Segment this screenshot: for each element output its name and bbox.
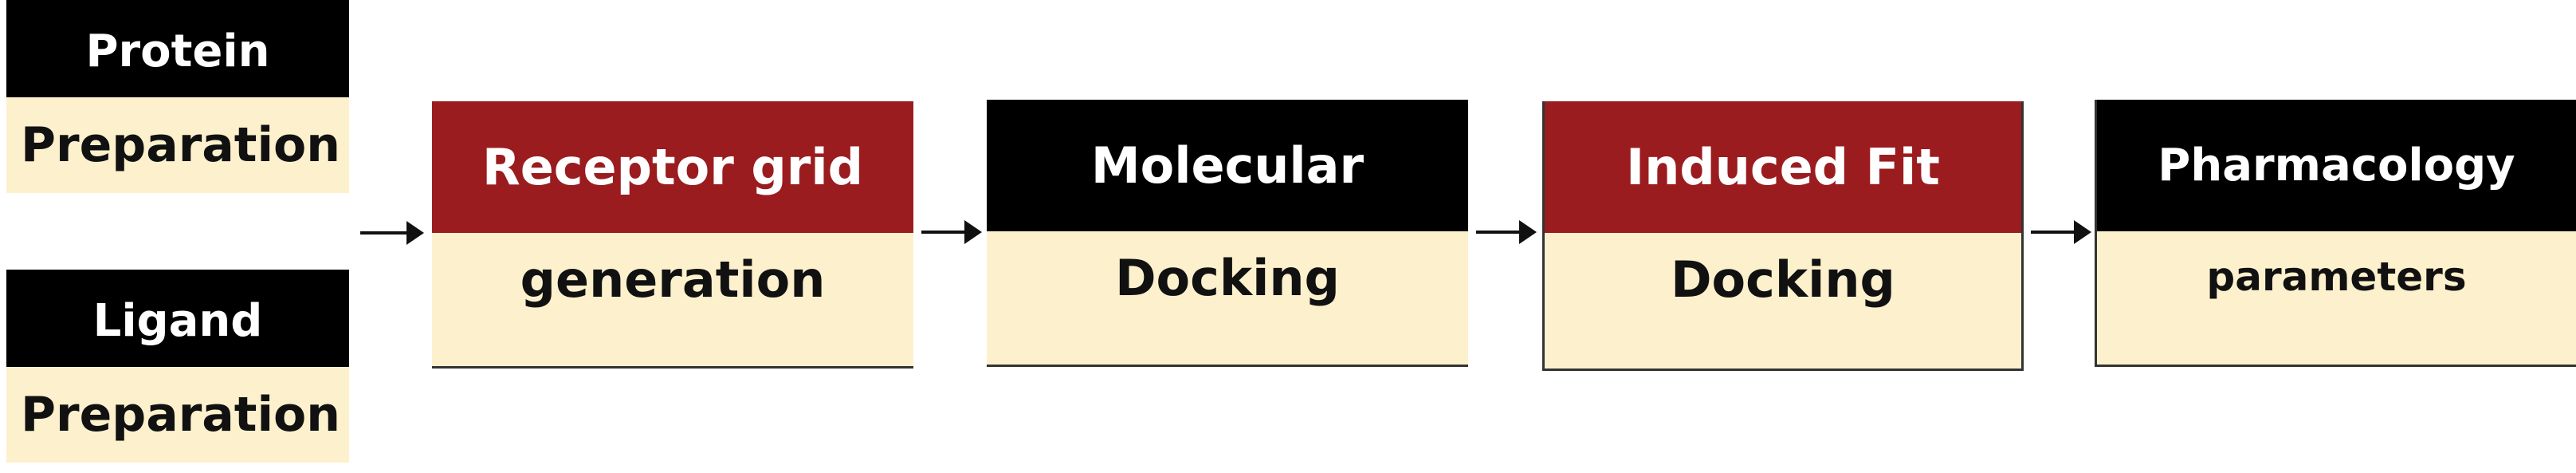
ligand-title: Ligand: [6, 270, 349, 367]
step-title: Molecular: [987, 100, 1468, 231]
molecular-docking-box: Molecular Docking: [987, 100, 1468, 367]
arrow-right-icon: [2031, 220, 2091, 244]
protein-subtitle: Preparation: [6, 97, 349, 193]
step-subtitle: Docking: [987, 231, 1468, 365]
pharmacology-parameters-box: Pharmacology parameters: [2095, 100, 2576, 367]
step-title: Receptor grid: [432, 101, 913, 233]
ligand-preparation-box: Ligand Preparation: [6, 270, 349, 465]
induced-fit-docking-box: Induced Fit Docking: [1542, 101, 2024, 371]
step-subtitle: Docking: [1545, 233, 2021, 369]
arrow-right-icon: [921, 220, 982, 244]
arrow-right-icon: [1476, 220, 1537, 244]
receptor-grid-generation-box: Receptor grid generation: [432, 101, 913, 369]
protein-preparation-box: Protein Preparation: [6, 0, 349, 195]
ligand-subtitle: Preparation: [6, 367, 349, 463]
arrow-right-icon: [360, 221, 424, 245]
step-subtitle: generation: [432, 233, 913, 366]
step-subtitle: parameters: [2097, 231, 2576, 365]
step-title: Pharmacology: [2097, 100, 2576, 231]
step-title: Induced Fit: [1545, 101, 2021, 233]
protein-title: Protein: [6, 0, 349, 97]
